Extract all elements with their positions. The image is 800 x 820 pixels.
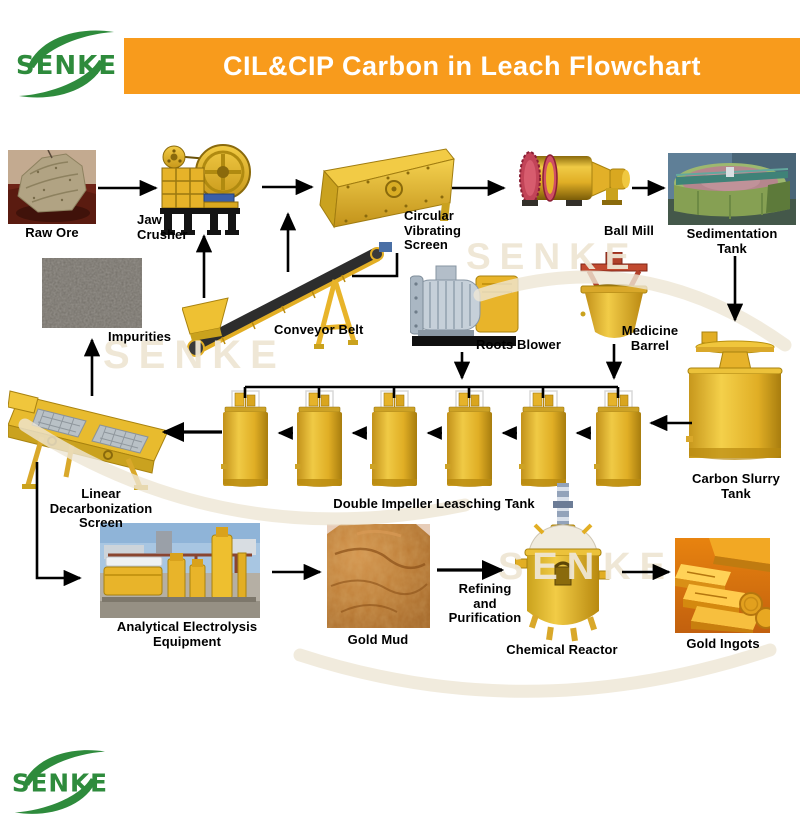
title-banner: CIL&CIP Carbon in Leach Flowchart — [124, 38, 800, 94]
circular-vibrating-screen-label: Circular Vibrating Screen — [404, 208, 462, 253]
impurities-label: Impurities — [108, 329, 172, 344]
medicine-barrel-label: Medicine Barrel — [621, 323, 679, 353]
ball-mill-image — [506, 136, 634, 233]
conveyor-belt-label: Conveyor Belt — [274, 322, 364, 337]
raw-ore-photo — [8, 149, 96, 229]
circular-vibrating-screen-image — [318, 143, 456, 248]
refining-and-purification-label: Refining and Purification — [448, 581, 522, 626]
double-impeller-leaching-tank-label: Double Impeller Leasching Tank — [333, 496, 535, 511]
connector-screen-to-conveyor — [352, 253, 399, 278]
ball-mill-label: Ball Mill — [603, 223, 655, 238]
gold-mud-photo — [327, 524, 430, 633]
senke-swoosh-icon — [19, 30, 114, 98]
gold-ingots-photo — [675, 538, 777, 638]
distribution-line — [243, 385, 620, 398]
sedimentation-tank-label: Sedimentation Tank — [686, 226, 778, 256]
roots-blower-label: Roots Blower — [476, 337, 561, 352]
analytical-electrolysis-equipment-label: Analytical Electrolysis Equipment — [116, 619, 258, 649]
gold-ingots-label: Gold Ingots — [686, 636, 760, 651]
carbon-slurry-tank-label: Carbon Slurry Tank — [692, 471, 780, 501]
impurities-photo — [42, 258, 142, 333]
gold-mud-label: Gold Mud — [347, 632, 409, 647]
linear-decarbonization-screen-label: Linear Decarbonization Screen — [49, 486, 153, 531]
logo-text: SENKE — [15, 51, 118, 81]
jaw-crusher-label: Jaw Crusher — [137, 212, 188, 242]
chemical-reactor-image — [514, 483, 610, 651]
jaw-crusher-image — [160, 142, 262, 243]
analytical-electrolysis-equipment-photo — [100, 523, 260, 623]
conveyor-belt-image — [181, 240, 407, 367]
page-title: CIL&CIP Carbon in Leach Flowchart — [222, 51, 702, 81]
logo-text: SENKE — [11, 769, 108, 799]
senke-logo: SENKE — [14, 24, 119, 104]
flowchart-page: { "header": { "logo_text": "SENKE", "tit… — [7, 24, 800, 814]
raw-ore-label: Raw Ore — [25, 225, 79, 240]
flow-arrows — [35, 178, 744, 587]
sedimentation-tank-photo — [668, 153, 796, 230]
chemical-reactor-label: Chemical Reactor — [506, 642, 618, 657]
